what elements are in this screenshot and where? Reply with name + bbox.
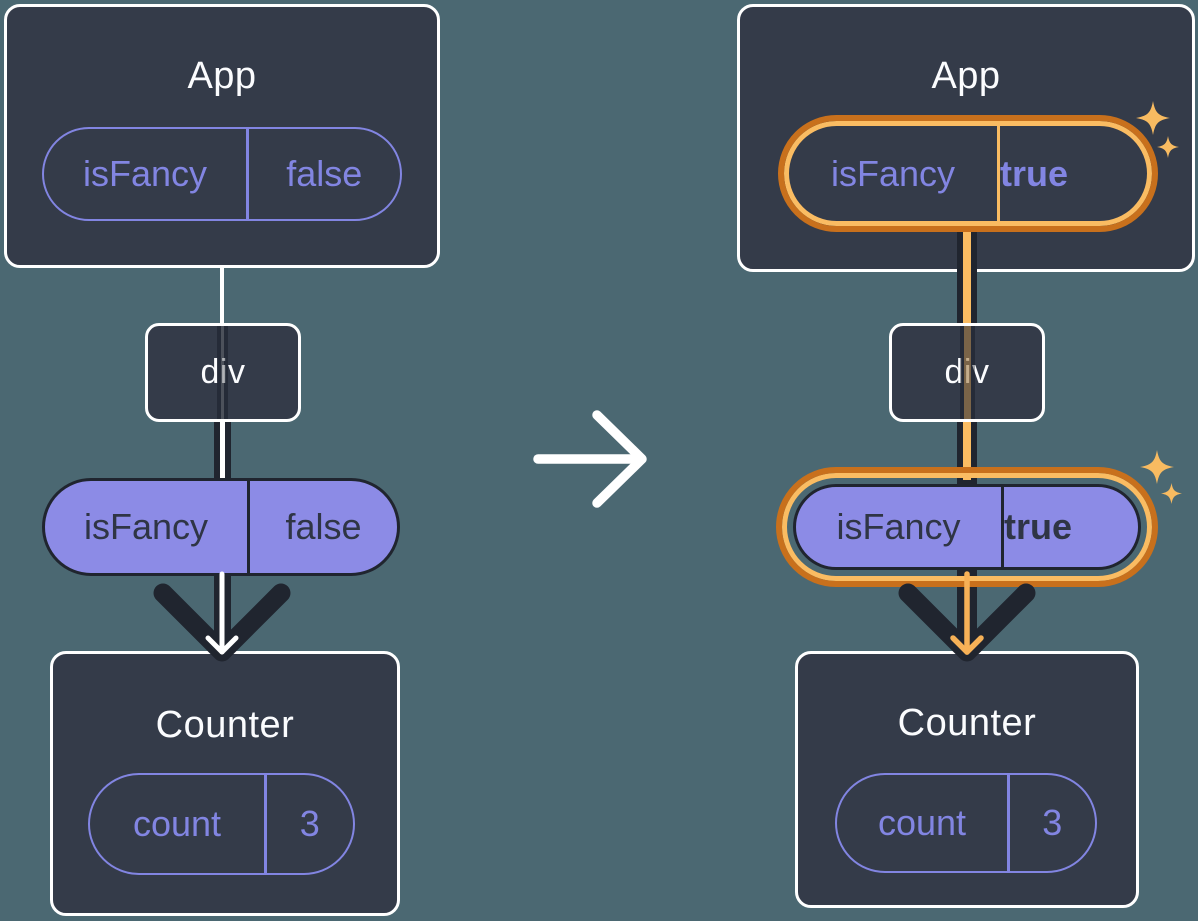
app-state-pill-after-highlighted: isFancy true: [778, 115, 1158, 232]
state-pill-value: 3: [1042, 802, 1063, 843]
prop-flow-behind-div: [216, 326, 228, 419]
state-pill-value: 3: [299, 803, 320, 844]
transition-arrow-icon: [533, 410, 647, 508]
prop-pill-key: isFancy: [836, 506, 961, 547]
state-pill-key: count: [132, 803, 222, 844]
prop-pill-value: true: [1004, 506, 1073, 547]
prop-flow-behind-div: [959, 326, 975, 419]
prop-arrow-orange-icon: [950, 571, 984, 655]
state-pill-value: false: [286, 153, 363, 194]
state-pill-value: true: [1000, 152, 1069, 194]
app-node-title: App: [187, 55, 257, 97]
pill-divider: [1001, 487, 1004, 567]
div-node-label: div: [944, 353, 990, 391]
prop-flow-core-line: [963, 422, 971, 480]
div-node-before: div: [145, 323, 301, 422]
sparkle-icon: [1161, 483, 1182, 504]
prop-pill-value: false: [285, 506, 362, 547]
div-node-label: div: [200, 353, 246, 391]
prop-arrow-white-icon: [205, 571, 239, 655]
counter-state-pill-before: count 3: [88, 773, 355, 875]
counter-state-pill-after: count 3: [835, 773, 1097, 873]
prop-flow-core-line: [219, 422, 225, 480]
app-node-title: App: [931, 55, 1001, 97]
prop-pill-before: isFancy false: [42, 478, 400, 576]
state-pill-key: isFancy: [82, 153, 208, 194]
pill-divider: [246, 129, 249, 219]
state-pill-key: count: [877, 802, 967, 843]
pill-divider: [1007, 775, 1010, 871]
div-node-after: div: [889, 323, 1045, 422]
prop-flow-core-line-upper: [963, 228, 971, 323]
prop-pill-key: isFancy: [83, 506, 209, 547]
sparkle-icon: [1157, 136, 1179, 158]
pill-divider: [997, 126, 1000, 221]
app-state-pill-before: isFancy false: [42, 127, 402, 221]
sparkle-icon: [1140, 450, 1174, 484]
prop-pill-after-highlighted: isFancy true: [776, 467, 1158, 587]
sparkle-icon: [1136, 101, 1170, 135]
state-pill-key: isFancy: [830, 152, 956, 194]
pill-divider: [247, 481, 250, 573]
counter-node-title: Counter: [155, 704, 295, 746]
tree-edge-line: [220, 266, 224, 325]
pill-divider: [264, 775, 267, 873]
counter-node-title: Counter: [897, 702, 1037, 744]
